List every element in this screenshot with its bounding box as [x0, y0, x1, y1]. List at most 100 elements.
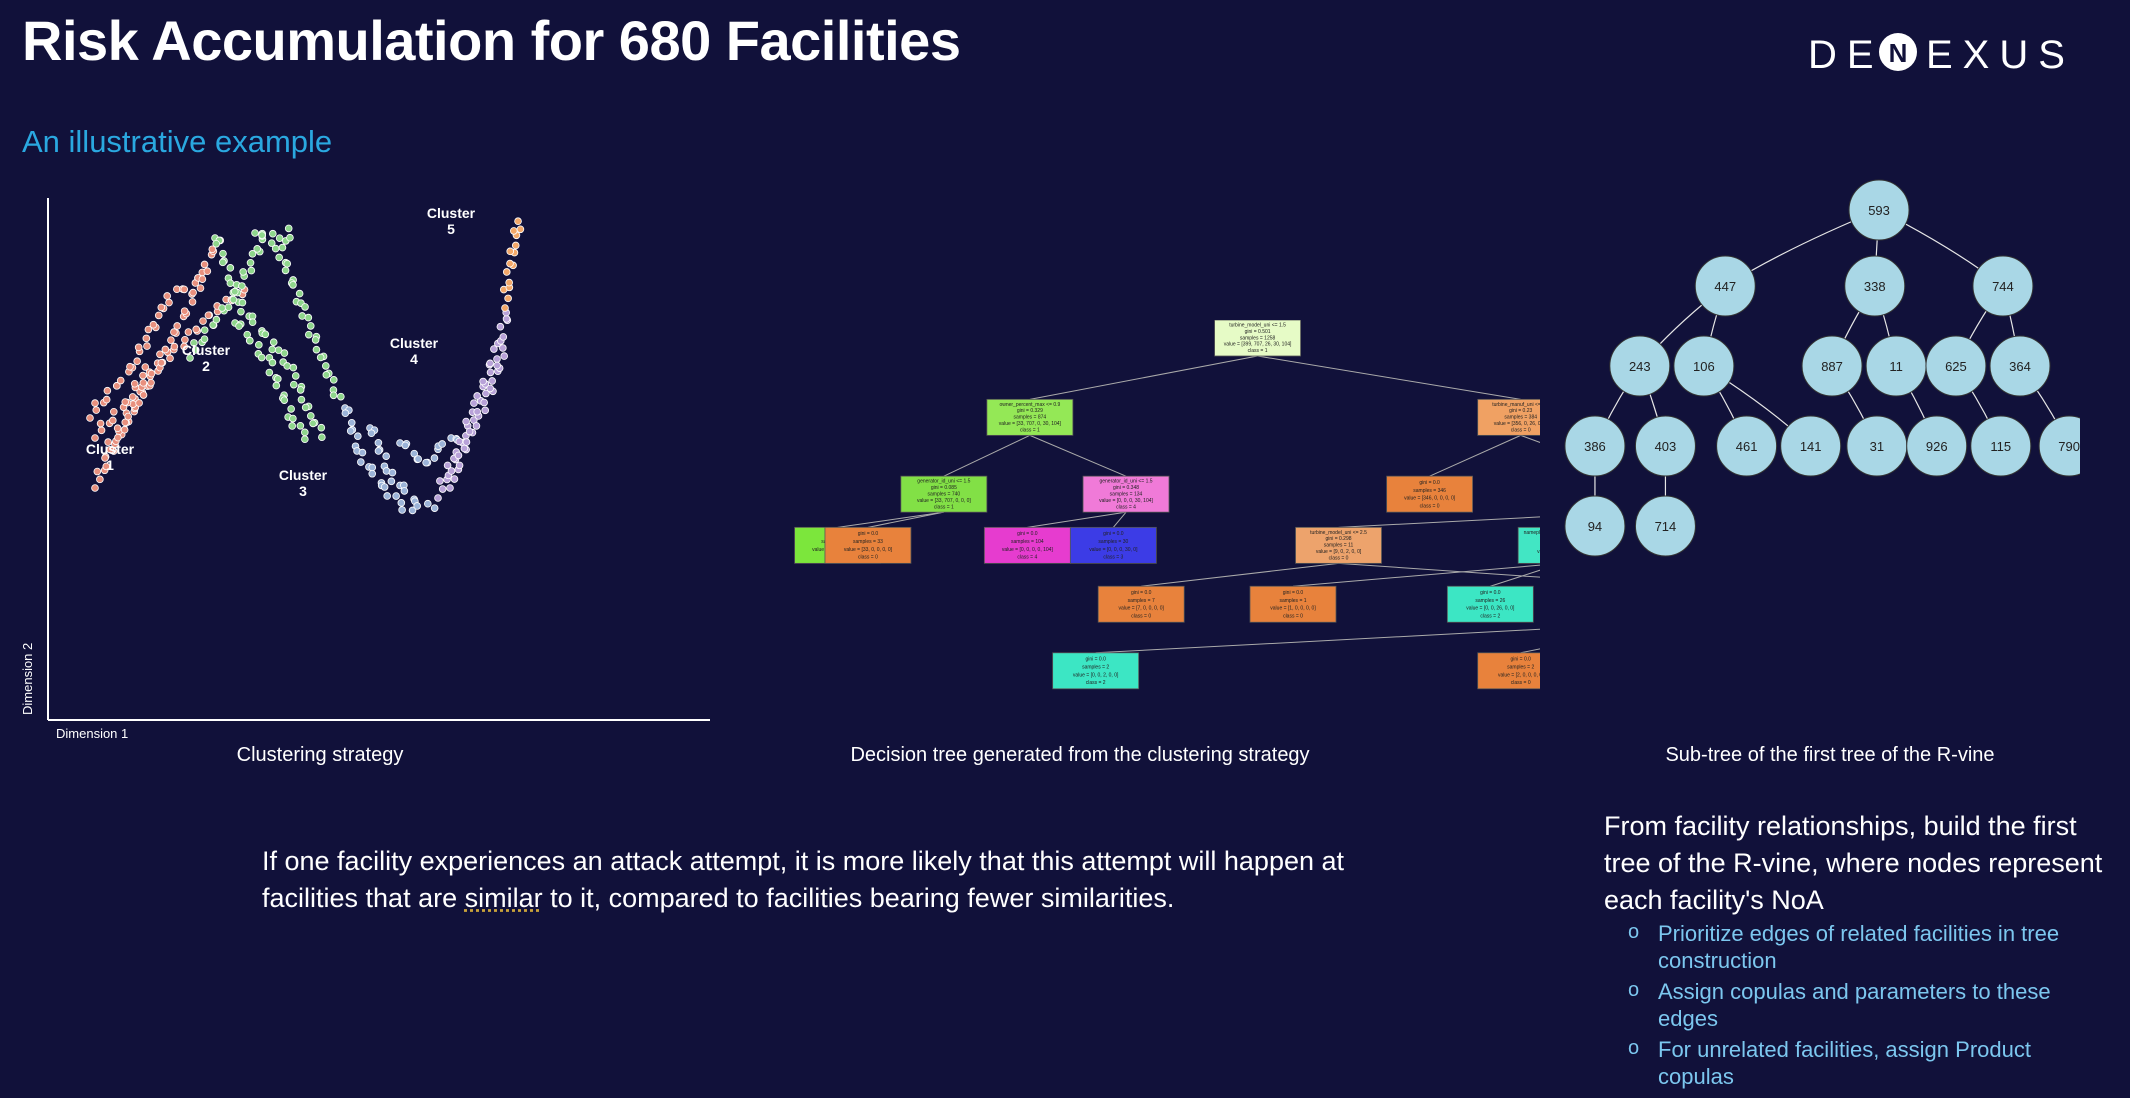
- scatter-point: [514, 217, 522, 226]
- scatter-point: [488, 377, 496, 385]
- tree-node-text: gini = 0.0: [858, 531, 879, 537]
- tree-node-text: class = 0: [1420, 503, 1440, 509]
- tree-node-text: samples = 26: [1475, 598, 1505, 604]
- cluster-label-number: 3: [299, 483, 307, 499]
- scatter-point: [128, 393, 137, 401]
- tree-node-text: samples = 874: [1014, 415, 1047, 421]
- rvine-node-circle: [1673, 335, 1735, 397]
- rvine-node-label: 447: [1714, 279, 1736, 294]
- cluster-label-word: Cluster: [390, 335, 439, 351]
- scatter-point: [208, 245, 217, 254]
- tree-node-box: [900, 475, 988, 513]
- scatter-point: [382, 452, 390, 460]
- scatter-point: [102, 395, 111, 404]
- rvine-node-circle: [1972, 255, 2034, 317]
- scatter-point: [170, 342, 179, 351]
- tree-node-box: [1082, 475, 1170, 513]
- scatter-point: [186, 354, 194, 362]
- scatter-point: [316, 353, 325, 362]
- rvine-node-circle: [1634, 415, 1696, 477]
- tree-node-text: value = [7, 0, 0, 0, 0]: [1118, 606, 1164, 612]
- tree-node-text: value = [399, 707, 26, 30, 104]: [1224, 342, 1292, 348]
- scatter-point: [380, 483, 389, 491]
- scatter-point: [212, 239, 220, 248]
- scatter-point: [166, 354, 174, 363]
- rvine-node-circle: [1564, 495, 1626, 557]
- scatter-point: [295, 289, 304, 298]
- scatter-point: [120, 425, 129, 434]
- cluster-label-number: 2: [202, 358, 210, 374]
- rvine-caption: Sub-tree of the first tree of the R-vine: [1665, 744, 1995, 766]
- decision-tree-caption: Decision tree generated from the cluster…: [850, 744, 1310, 766]
- scatter-point: [139, 371, 147, 380]
- scatter-point: [189, 288, 197, 297]
- scatter-point: [481, 406, 489, 415]
- scatter-point: [304, 313, 313, 322]
- tree-node-text: gini = 0.0: [1419, 480, 1440, 486]
- page-subtitle: An illustrative example: [22, 124, 333, 159]
- scatter-point: [493, 361, 501, 370]
- scatter-point: [226, 264, 235, 272]
- scatter-point: [358, 448, 367, 457]
- scatter-point: [91, 484, 99, 492]
- bullet-marker: o: [1628, 921, 1640, 943]
- scatter-point: [96, 419, 105, 428]
- scatter-point: [289, 380, 298, 389]
- scatter-point: [493, 355, 501, 363]
- denexus-logo: DE N EXUS: [1808, 33, 2065, 77]
- scatter-point: [301, 303, 309, 311]
- rvine-node: 11: [1865, 335, 1927, 397]
- tree-node-text: samples = 2: [1507, 664, 1534, 670]
- tree-node-box: [1295, 526, 1382, 564]
- scatter-point: [96, 475, 104, 484]
- rvine-node-circle: [1564, 415, 1626, 477]
- tree-node-text: class = 0: [1511, 428, 1531, 434]
- scatter-point: [142, 334, 151, 343]
- scatter-point: [430, 454, 439, 462]
- tree-edge: [1338, 562, 1540, 578]
- rvine-node: 94: [1564, 495, 1626, 557]
- scatter-point: [400, 487, 409, 495]
- bullet-marker: o: [1628, 1037, 1640, 1059]
- rvine-node: 887: [1801, 335, 1863, 397]
- scatter-point: [218, 258, 227, 267]
- tree-node-text: generator_id_uni <= 1.5: [1099, 479, 1152, 485]
- decision-tree-edges: [837, 355, 1540, 654]
- scatter-point: [286, 233, 294, 242]
- scatter-point: [199, 317, 207, 325]
- scatter-point: [309, 419, 317, 428]
- rvine-node-circle: [1609, 335, 1671, 397]
- rvine-node: 364: [1989, 335, 2051, 397]
- tree-node-text: value = [346, 0, 0, 0, 0]: [1404, 496, 1456, 502]
- scatter-point: [506, 259, 514, 268]
- scatter-point: [229, 295, 238, 304]
- tree-node-text: value = [33, 707, 0, 0, 0]: [917, 498, 971, 504]
- tree-node-text: gini = 0.0: [1510, 657, 1531, 663]
- scatter-point: [329, 376, 338, 384]
- rvine-node: 593: [1848, 179, 1910, 241]
- page-title: Risk Accumulation for 680 Facilities: [22, 9, 961, 72]
- scatter-point: [258, 231, 266, 239]
- tree-node-text: gini = 0.0: [1085, 657, 1106, 663]
- scatter-point: [301, 428, 309, 437]
- bullet-text: For unrelated facilities, assign Product…: [1658, 1037, 2031, 1089]
- scatter-point: [337, 392, 345, 401]
- tree-node-text: value = [33, 0, 0, 0, 0]: [844, 547, 893, 553]
- scatter-point: [298, 312, 306, 320]
- scatter-point: [462, 438, 471, 446]
- scatter-point: [486, 359, 494, 368]
- rvine-node-circle: [1780, 415, 1842, 477]
- scatter-point: [274, 346, 283, 354]
- scatter-point: [147, 378, 155, 387]
- scatter-point: [91, 434, 99, 442]
- scatter-point: [248, 318, 257, 327]
- scatter-point: [502, 315, 511, 323]
- tree-edge: [1141, 562, 1339, 587]
- body-text-part2: to it, compared to facilities bearing fe…: [542, 883, 1175, 913]
